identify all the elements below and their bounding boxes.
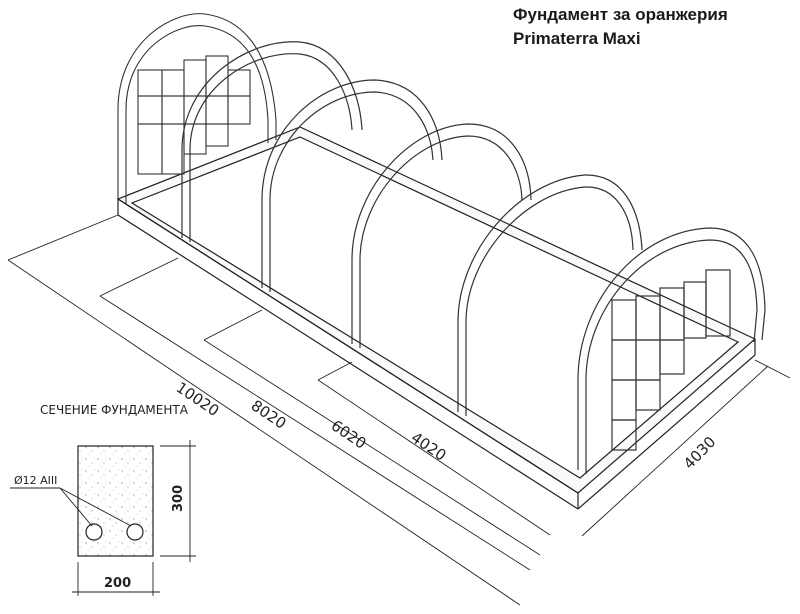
diagram-title-line1: Фундамент за оранжерия	[513, 5, 728, 24]
rebar-left	[85, 523, 103, 541]
dim-length-4020: 4020	[408, 428, 450, 464]
arch-2	[261, 79, 443, 292]
dim-length-6020: 6020	[328, 416, 370, 452]
arch-1	[181, 41, 363, 242]
arch-4	[457, 174, 643, 416]
arch-3	[351, 123, 532, 348]
foundation-section: СЕЧЕНИЕ ФУНДАМЕНТА Ø12 AIII 300 200	[10, 403, 196, 596]
arches	[181, 41, 766, 474]
diagram-title-line2: Primaterra Maxi	[513, 29, 641, 48]
dimension-lines	[7, 214, 791, 606]
section-height-label: 300	[171, 485, 186, 512]
dim-length-8020: 8020	[248, 396, 290, 432]
section-rectangle	[77, 445, 154, 557]
section-width-label: 200	[104, 576, 131, 591]
end-wall-back	[117, 13, 277, 205]
arch-5-front-wall	[577, 227, 766, 474]
rebar-right	[126, 523, 144, 541]
dim-width-4030: 4030	[680, 433, 719, 473]
rebar-label: Ø12 AIII	[14, 474, 57, 487]
section-heading: СЕЧЕНИЕ ФУНДАМЕНТА	[40, 403, 189, 417]
